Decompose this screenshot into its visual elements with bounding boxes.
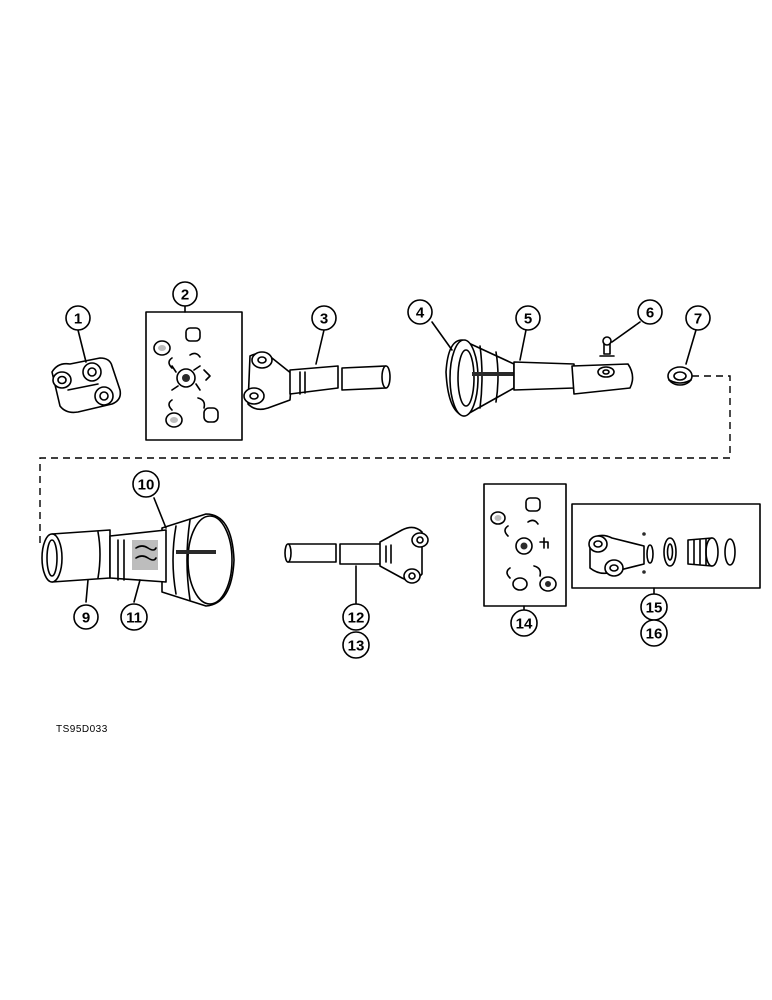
callout-15: 15 (640, 593, 668, 621)
reference-code: TS95D033 (56, 724, 108, 735)
connection-dashed-line (39, 375, 731, 548)
part-15-16-yoke-clutch (571, 503, 761, 589)
callout-7-label: 7 (694, 311, 702, 328)
part-14-cross-bearing-kit (483, 483, 567, 607)
part-12-13-shaft-yoke (284, 526, 429, 584)
callout-15-label: 15 (646, 600, 663, 617)
callout-14-label: 14 (516, 616, 533, 633)
leader-5 (519, 329, 527, 361)
part-1-yoke (51, 357, 122, 414)
callout-1: 1 (65, 305, 91, 331)
part-2-cross-bearing-kit (145, 311, 243, 441)
callout-2: 2 (172, 281, 198, 307)
part-5-inner-shaft (513, 361, 634, 395)
leader-3 (315, 329, 325, 365)
part-7-collar-ring (667, 366, 693, 386)
callout-12-label: 12 (348, 610, 365, 627)
part-10-rear-shield-cone (161, 513, 235, 607)
callout-16: 16 (640, 619, 668, 647)
leader-11 (133, 579, 141, 603)
callout-14: 14 (510, 609, 538, 637)
callout-3-label: 3 (320, 311, 328, 328)
callout-9: 9 (73, 604, 99, 630)
leader-4 (431, 321, 453, 351)
part-11-shield-sleeve (109, 529, 167, 583)
callout-9-label: 9 (82, 610, 90, 627)
callout-4: 4 (407, 299, 433, 325)
callout-2-label: 2 (181, 287, 189, 304)
callout-7: 7 (685, 305, 711, 331)
callout-5-label: 5 (524, 311, 532, 328)
callout-5: 5 (515, 305, 541, 331)
callout-13: 13 (342, 631, 370, 659)
part-6-grease-fitting (599, 336, 615, 357)
callout-16-label: 16 (646, 626, 663, 643)
callout-4-label: 4 (416, 305, 425, 322)
callout-12: 12 (342, 603, 370, 631)
leader-1 (77, 329, 87, 363)
callout-11: 11 (120, 603, 148, 631)
callout-10: 10 (132, 470, 160, 498)
part-3-yoke-shaft (243, 351, 391, 411)
leader-7 (685, 329, 697, 365)
leader-9 (85, 579, 89, 603)
callout-6-label: 6 (646, 305, 654, 322)
callout-6: 6 (637, 299, 663, 325)
callout-10-label: 10 (138, 477, 155, 494)
part-4-shield-cone (445, 339, 518, 417)
callout-11-label: 11 (126, 610, 142, 627)
leader-6 (611, 321, 641, 343)
callout-3: 3 (311, 305, 337, 331)
part-9-outer-tube (41, 529, 111, 583)
leader-10 (153, 497, 167, 529)
callout-1-label: 1 (74, 311, 82, 328)
callout-13-label: 13 (348, 638, 365, 655)
